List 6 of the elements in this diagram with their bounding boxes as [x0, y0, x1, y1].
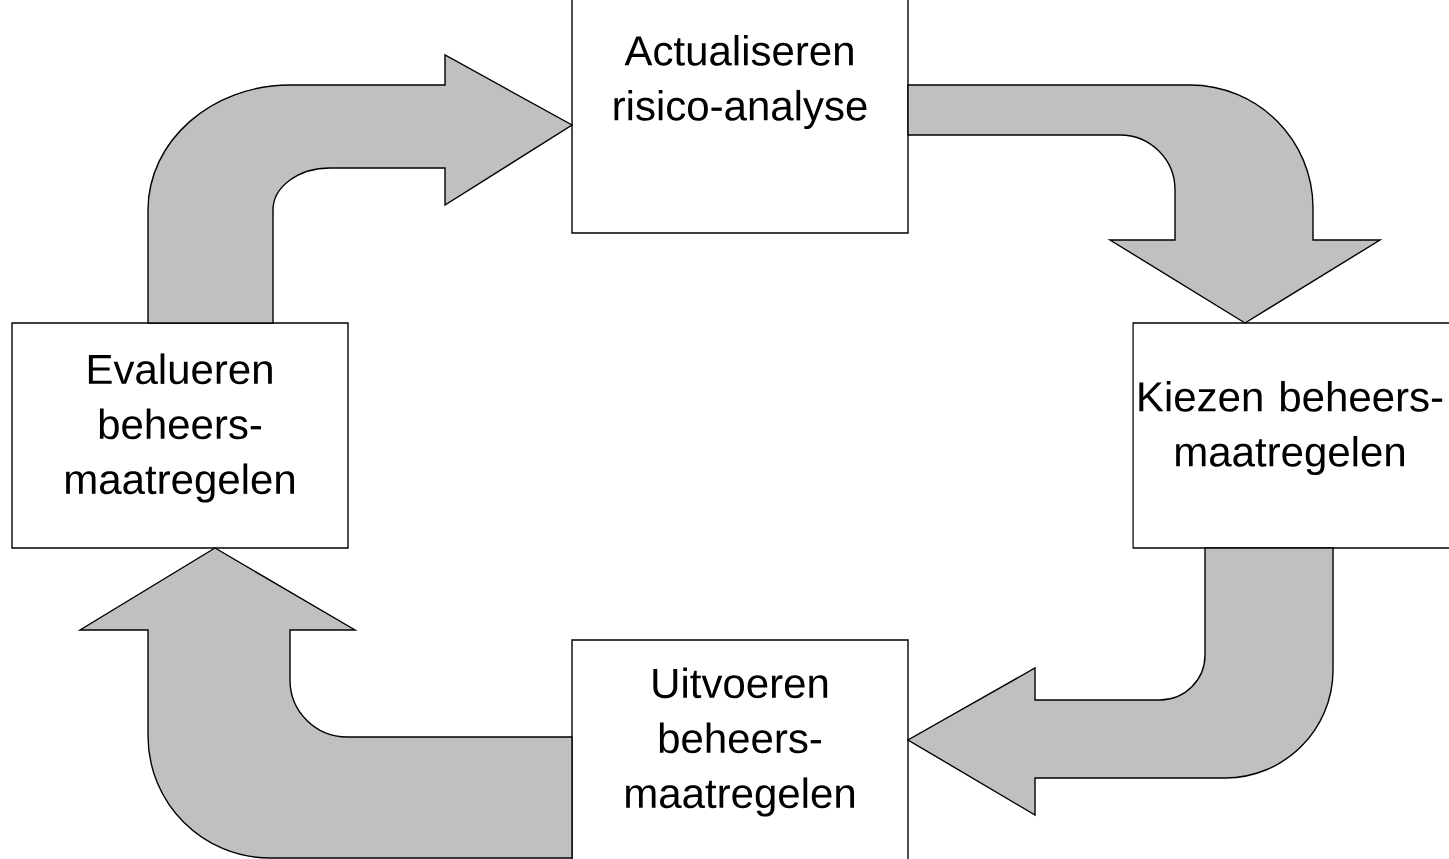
block-arrow	[79, 547, 573, 859]
process-box: Actualiseren risico-analyse	[571, 0, 909, 234]
block-arrow	[147, 54, 573, 324]
block-arrow	[907, 84, 1381, 324]
process-box: Uitvoeren beheers- maatregelen	[571, 639, 909, 859]
block-arrow	[907, 547, 1334, 816]
